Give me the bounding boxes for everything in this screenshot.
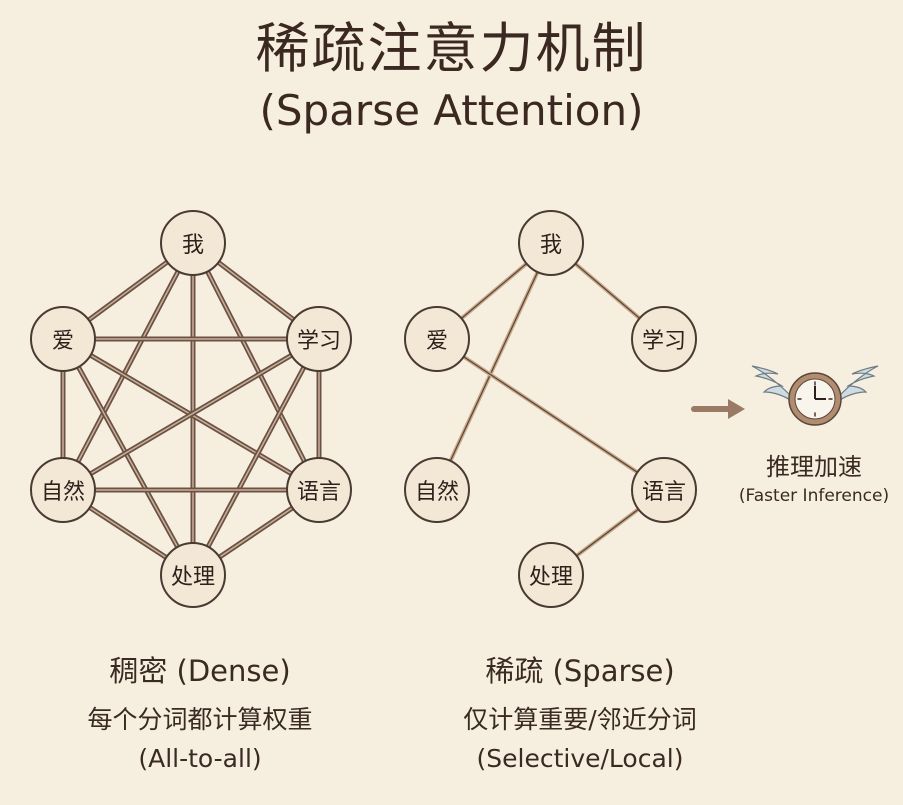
sparse-node-label: 自然 — [414, 480, 460, 505]
dense-node-label: 学习 — [296, 329, 342, 354]
dense-node-label: 爱 — [51, 329, 75, 354]
sparse-node-label: 处理 — [528, 565, 574, 590]
dense-caption-en: (All-to-all) — [138, 744, 262, 773]
winged-clock-icon — [751, 365, 879, 426]
speedup-label: 推理加速 (Faster Inference) — [739, 447, 889, 506]
dense-node-label: 处理 — [170, 565, 216, 590]
arrow-right-icon — [691, 399, 745, 419]
sparse-node-label: 我 — [539, 233, 563, 258]
speedup-subtitle: (Faster Inference) — [738, 486, 890, 506]
sparse-caption-desc: 仅计算重要/邻近分词 — [463, 705, 697, 734]
attention-edge — [436, 242, 552, 491]
sparse-edges — [435, 241, 666, 577]
sparse-nodes — [404, 210, 697, 608]
dense-node-ai — [30, 306, 96, 372]
sparse-node-label: 语言 — [641, 480, 687, 505]
dense-node-label: 我 — [181, 233, 205, 258]
sparse-node-yuyan — [631, 457, 697, 523]
sparse-node-ai — [404, 306, 470, 372]
dense-caption-title: 稠密 (Dense) — [109, 654, 291, 688]
sparse-node-ziran — [404, 457, 470, 523]
sparse-caption-title: 稀疏 (Sparse) — [485, 654, 675, 688]
sparse-node-label: 学习 — [641, 329, 687, 354]
dense-caption: 稠密 (Dense) 每个分词都计算权重 (All-to-all) — [87, 648, 312, 773]
attention-edge — [62, 242, 194, 491]
speedup-title: 推理加速 — [765, 453, 862, 481]
dense-caption-desc: 每个分词都计算权重 — [87, 705, 313, 734]
sparse-node-xuexi — [631, 306, 697, 372]
page-title: 稀疏注意力机制 — [255, 17, 648, 80]
dense-edges — [60, 240, 322, 578]
dense-node-xuexi — [286, 306, 352, 372]
dense-node-chuli — [160, 542, 226, 608]
attention-edge — [62, 338, 194, 576]
sparse-node-label: 爱 — [425, 329, 449, 354]
dense-node-ziran — [30, 457, 96, 523]
dense-node-label: 语言 — [296, 480, 342, 505]
dense-node-yuyan — [286, 457, 352, 523]
sparse-caption: 稀疏 (Sparse) 仅计算重要/邻近分词 (Selective/Local) — [463, 648, 696, 773]
dense-node-label: 自然 — [40, 480, 86, 505]
sparse-node-chuli — [518, 542, 584, 608]
dense-nodes — [30, 210, 352, 608]
dense-node-wo — [160, 210, 226, 276]
attention-edge — [192, 338, 320, 576]
attention-edge — [192, 242, 320, 491]
attention-edge — [62, 338, 320, 491]
sparse-node-wo — [518, 210, 584, 276]
attention-edge — [436, 338, 665, 491]
sparse-caption-en: (Selective/Local) — [476, 744, 684, 773]
page-subtitle: (Sparse Attention) — [259, 86, 644, 135]
